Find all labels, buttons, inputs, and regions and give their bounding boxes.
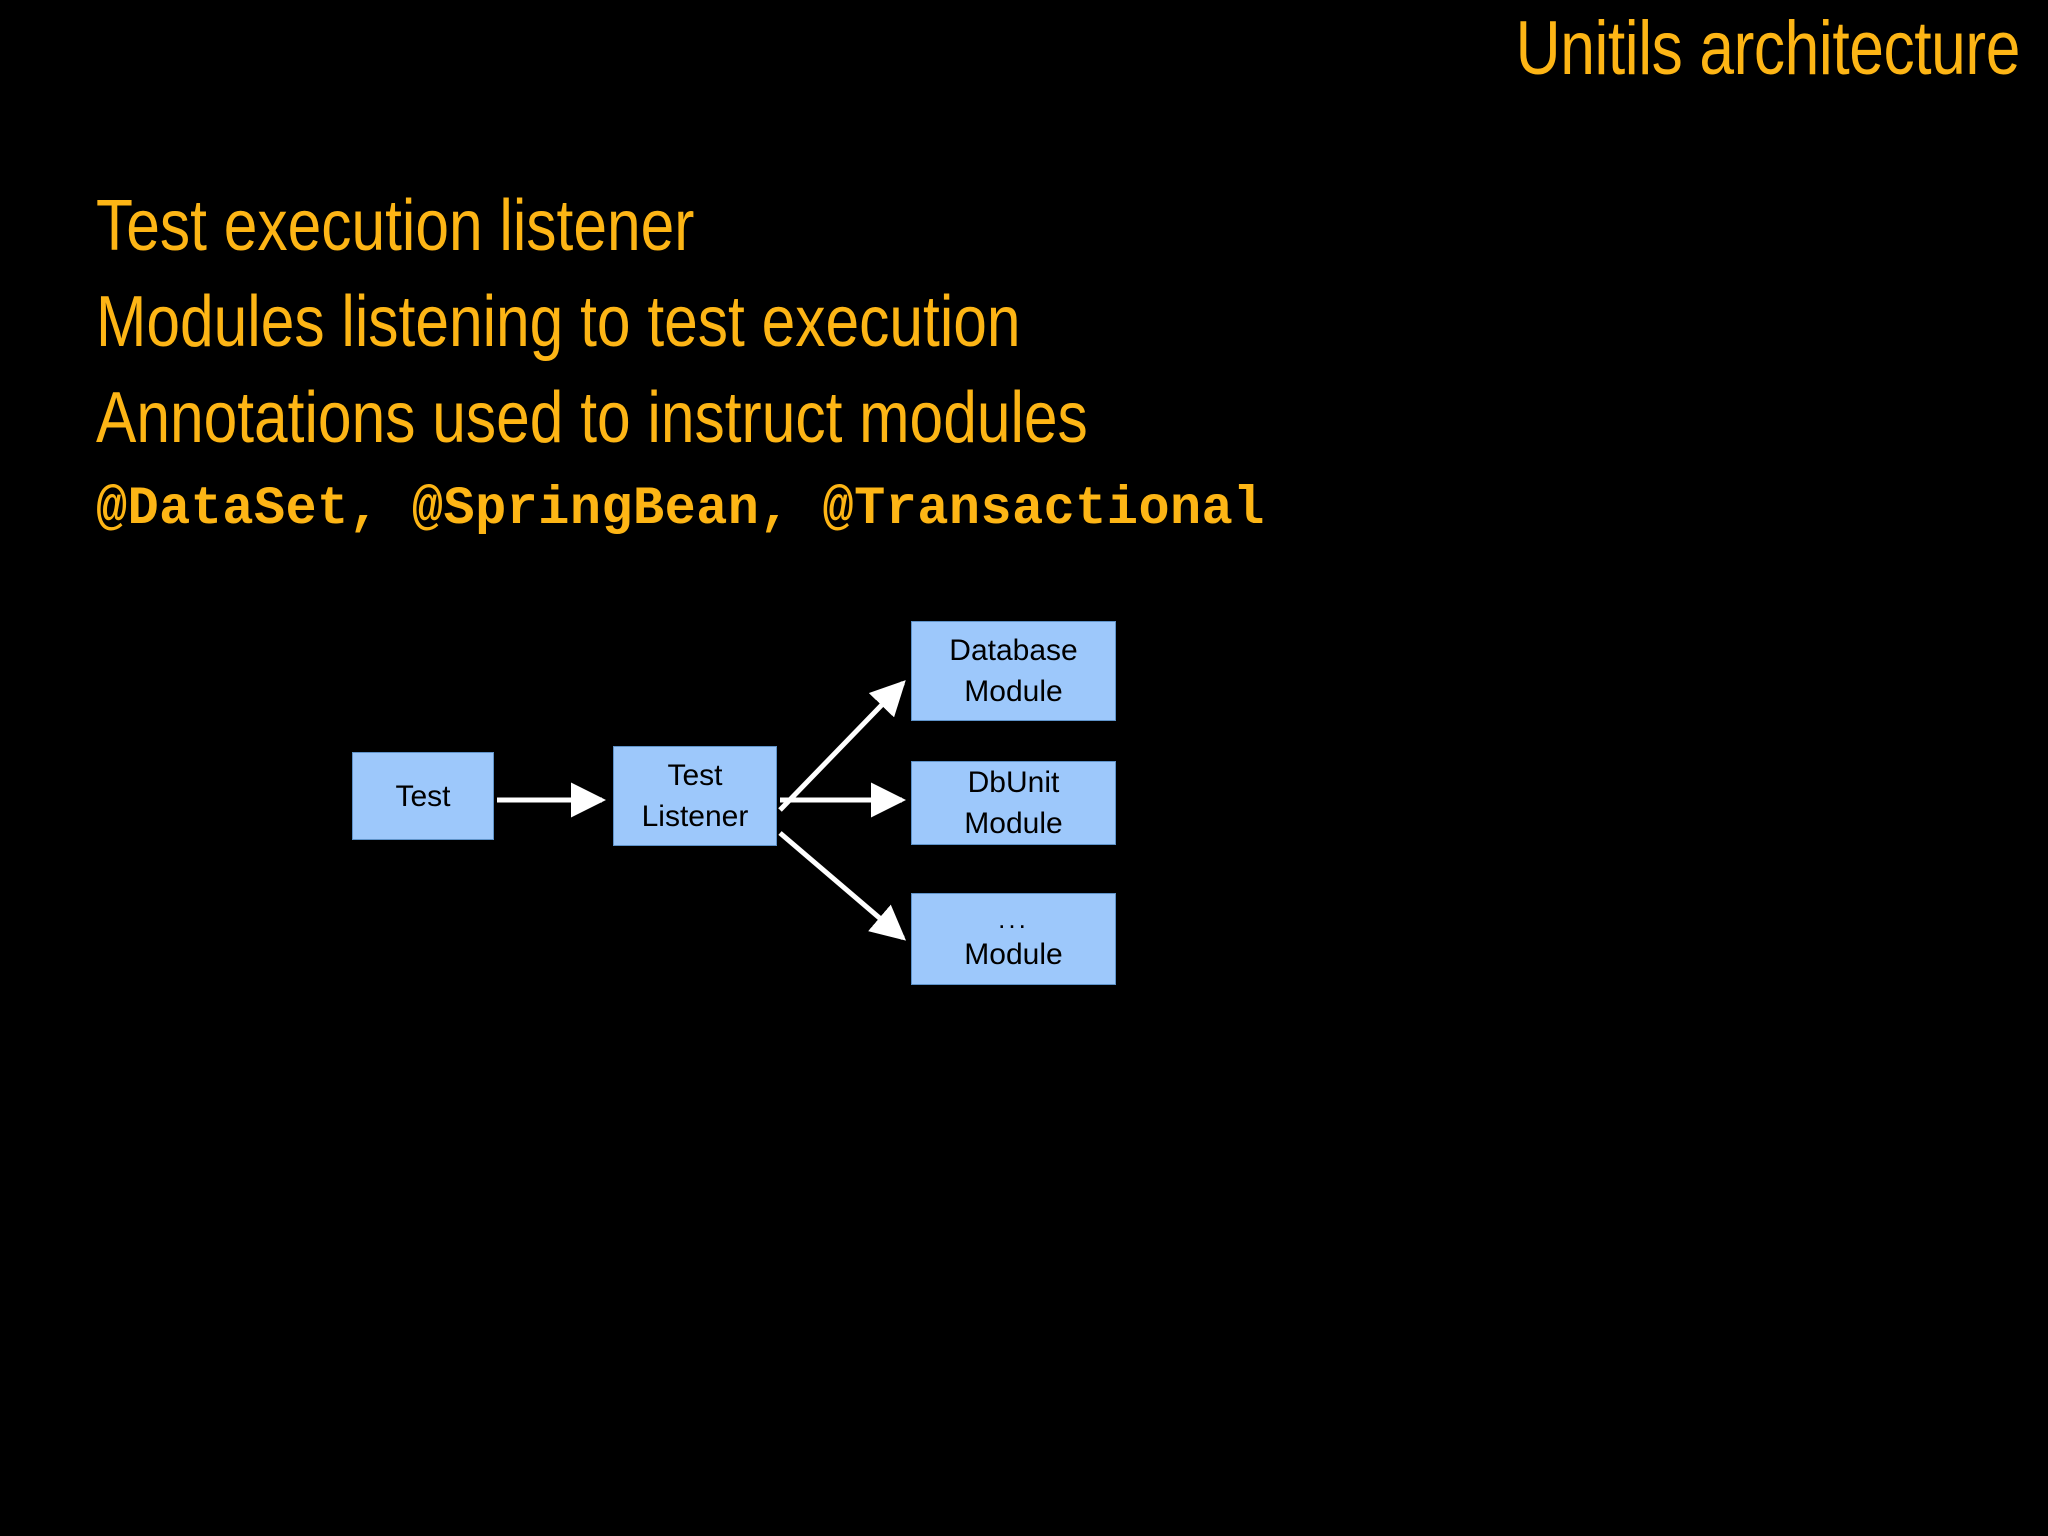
diagram-node-database-module[interactable]: Database Module: [911, 621, 1116, 721]
edge-listener-to-other: [778, 831, 907, 941]
node-label-line: Listener: [641, 800, 749, 833]
node-label-line: Test: [667, 759, 723, 792]
node-label-line: Module: [964, 807, 1063, 840]
annotation-code-line: @DataSet, @SpringBean, @Transactional: [96, 479, 1265, 540]
edge-listener-to-database: [778, 680, 906, 812]
bullet-line-2: Modules listening to test execution: [96, 282, 1021, 362]
bullet-line-1: Test execution listener: [96, 186, 695, 266]
diagram-node-test[interactable]: Test: [352, 752, 494, 840]
node-label-line: ...: [998, 903, 1029, 934]
diagram-node-dbunit-module[interactable]: DbUnit Module: [911, 761, 1116, 845]
diagram-node-test-listener[interactable]: Test Listener: [613, 746, 777, 846]
node-label-line: Test: [395, 779, 451, 813]
node-label-line: Database: [949, 634, 1078, 667]
page-title: Unitils architecture: [1515, 6, 2021, 91]
node-label-line: Module: [964, 937, 1063, 971]
diagram-node-other-module[interactable]: ... Module: [911, 893, 1116, 985]
node-label-line: Module: [964, 675, 1063, 708]
node-label-line: DbUnit: [967, 766, 1060, 799]
slide-body: Test execution listener Modules listenin…: [96, 178, 1796, 554]
bullet-line-3: Annotations used to instruct modules: [96, 378, 1088, 458]
